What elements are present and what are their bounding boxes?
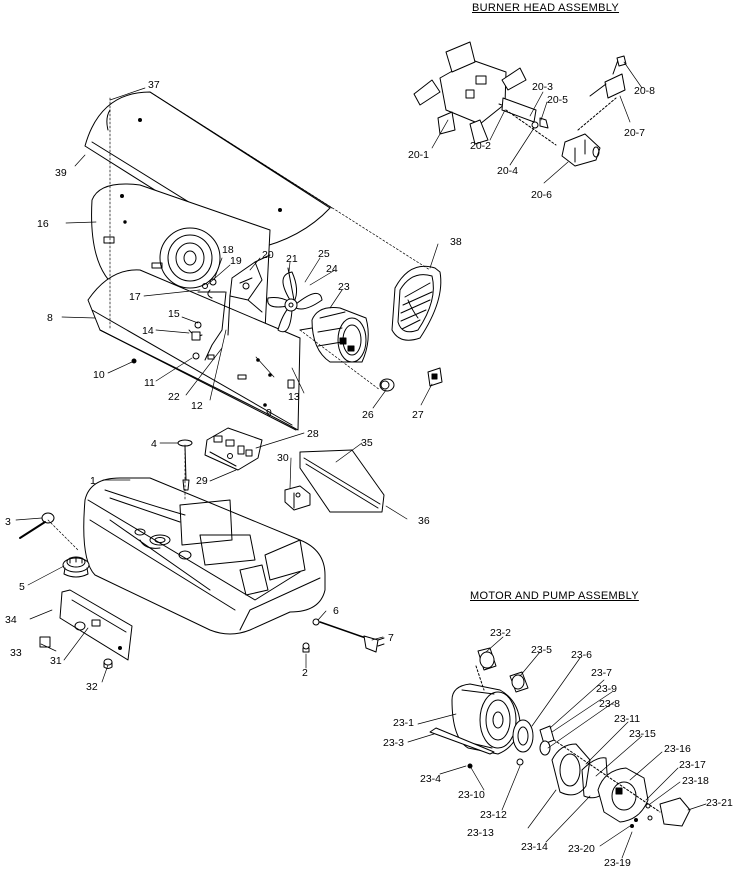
callout-14: 14: [142, 325, 154, 337]
fuel-cap: [62, 556, 90, 578]
fuel-filter-assembly: [177, 439, 193, 491]
callout-23-3: 23-3: [383, 737, 404, 749]
drain-plug: [302, 642, 310, 653]
callout-28: 28: [307, 428, 319, 440]
callout-33: 33: [10, 647, 22, 659]
motor-pump-leaders: [407, 636, 707, 859]
callout-20-5: 20-5: [547, 94, 568, 106]
callout-12: 12: [191, 400, 203, 412]
callout-34: 34: [5, 614, 17, 626]
callout-23-12: 23-12: [480, 809, 507, 821]
power-cord: [312, 618, 385, 653]
motor-pump-assembly: [429, 647, 691, 828]
callout-20-4: 20-4: [497, 165, 518, 177]
callout-23-18: 23-18: [682, 775, 709, 787]
callout-23-7: 23-7: [591, 667, 612, 679]
callout-39: 39: [55, 167, 67, 179]
rear-panel: [299, 449, 385, 513]
callout-24: 24: [326, 263, 338, 275]
leader-lines: [15, 87, 439, 683]
callout-26: 26: [362, 409, 374, 421]
callout-37: 37: [148, 79, 160, 91]
callout-29: 29: [196, 475, 208, 487]
callout-20-2: 20-2: [470, 140, 491, 152]
callout-21: 21: [286, 253, 298, 265]
callout-6: 6: [333, 605, 339, 617]
callout-25: 25: [318, 248, 330, 260]
callout-23-8: 23-8: [599, 698, 620, 710]
small-fittings: [131, 321, 203, 364]
callout-23-6: 23-6: [571, 649, 592, 661]
callout-23-2: 23-2: [490, 627, 511, 639]
callout-31: 31: [50, 655, 62, 667]
callout-7: 7: [388, 632, 394, 644]
lower-shell: [87, 269, 301, 431]
callout-38: 38: [450, 236, 462, 248]
callout-23-1: 23-1: [393, 717, 414, 729]
callout-23-11: 23-11: [614, 713, 640, 725]
transformer: [284, 485, 311, 511]
callout-16: 16: [37, 218, 49, 230]
callout-23-4: 23-4: [420, 773, 441, 785]
callout-32: 32: [86, 681, 98, 693]
callout-23-5: 23-5: [531, 644, 552, 656]
callout-23-13: 23-13: [467, 827, 494, 839]
burner-head-assembly-title: BURNER HEAD ASSEMBLY: [472, 2, 620, 14]
callout-36: 36: [418, 515, 430, 527]
callout-23-9: 23-9: [596, 683, 617, 695]
motor: [299, 307, 369, 363]
motor-bolt-line: [287, 267, 295, 301]
burner-head-assembly: [413, 41, 627, 167]
callout-9: 9: [266, 407, 272, 419]
control-board: [204, 427, 263, 471]
fan-guard: [391, 265, 442, 341]
motor-pump-assembly-title: MOTOR AND PUMP ASSEMBLY: [470, 590, 639, 602]
callout-23-21: 23-21: [706, 797, 733, 809]
callout-20-1: 20-1: [408, 149, 429, 161]
photocell-knob: [379, 378, 395, 392]
fuel-tank: [83, 477, 326, 635]
rocker-switch: [39, 636, 51, 648]
callout-35: 35: [361, 437, 373, 449]
callout-5: 5: [19, 581, 25, 593]
callout-23-15: 23-15: [629, 728, 656, 740]
callout-15: 15: [168, 308, 180, 320]
callout-3: 3: [5, 516, 11, 528]
callout-23-14: 23-14: [521, 841, 548, 853]
front-panel: [59, 589, 133, 661]
callout-23-10: 23-10: [458, 789, 485, 801]
callout-17: 17: [129, 291, 141, 303]
callout-2: 2: [302, 667, 308, 679]
callout-23-17: 23-17: [679, 759, 706, 771]
callout-20-7: 20-7: [624, 127, 645, 139]
callout-30: 30: [277, 452, 289, 464]
fuel-gauge: [19, 512, 55, 539]
callout-22: 22: [168, 391, 180, 403]
callout-4: 4: [151, 438, 157, 450]
callout-8: 8: [47, 312, 53, 324]
burner-head-leaders: [431, 61, 643, 184]
callout-18: 18: [222, 244, 234, 256]
callout-20: 20: [262, 249, 274, 261]
callout-23-20: 23-20: [568, 843, 595, 855]
callout-labels: 37 39 16 8 10 11 14 15 17 18 19 20 21 25…: [5, 79, 733, 869]
callout-11: 11: [144, 377, 155, 389]
callout-1: 1: [90, 475, 96, 487]
callout-27: 27: [412, 409, 424, 421]
callout-20-8: 20-8: [634, 85, 655, 97]
callout-19: 19: [230, 255, 242, 267]
callout-20-6: 20-6: [531, 189, 552, 201]
callout-23: 23: [338, 281, 350, 293]
callout-23-16: 23-16: [664, 743, 691, 755]
burner-head: [207, 254, 271, 313]
clip-bracket: [427, 367, 443, 387]
knob: [103, 658, 113, 669]
callout-13: 13: [288, 391, 300, 403]
callout-23-19: 23-19: [604, 857, 631, 869]
callout-20-3: 20-3: [532, 81, 553, 93]
callout-10: 10: [93, 369, 105, 381]
